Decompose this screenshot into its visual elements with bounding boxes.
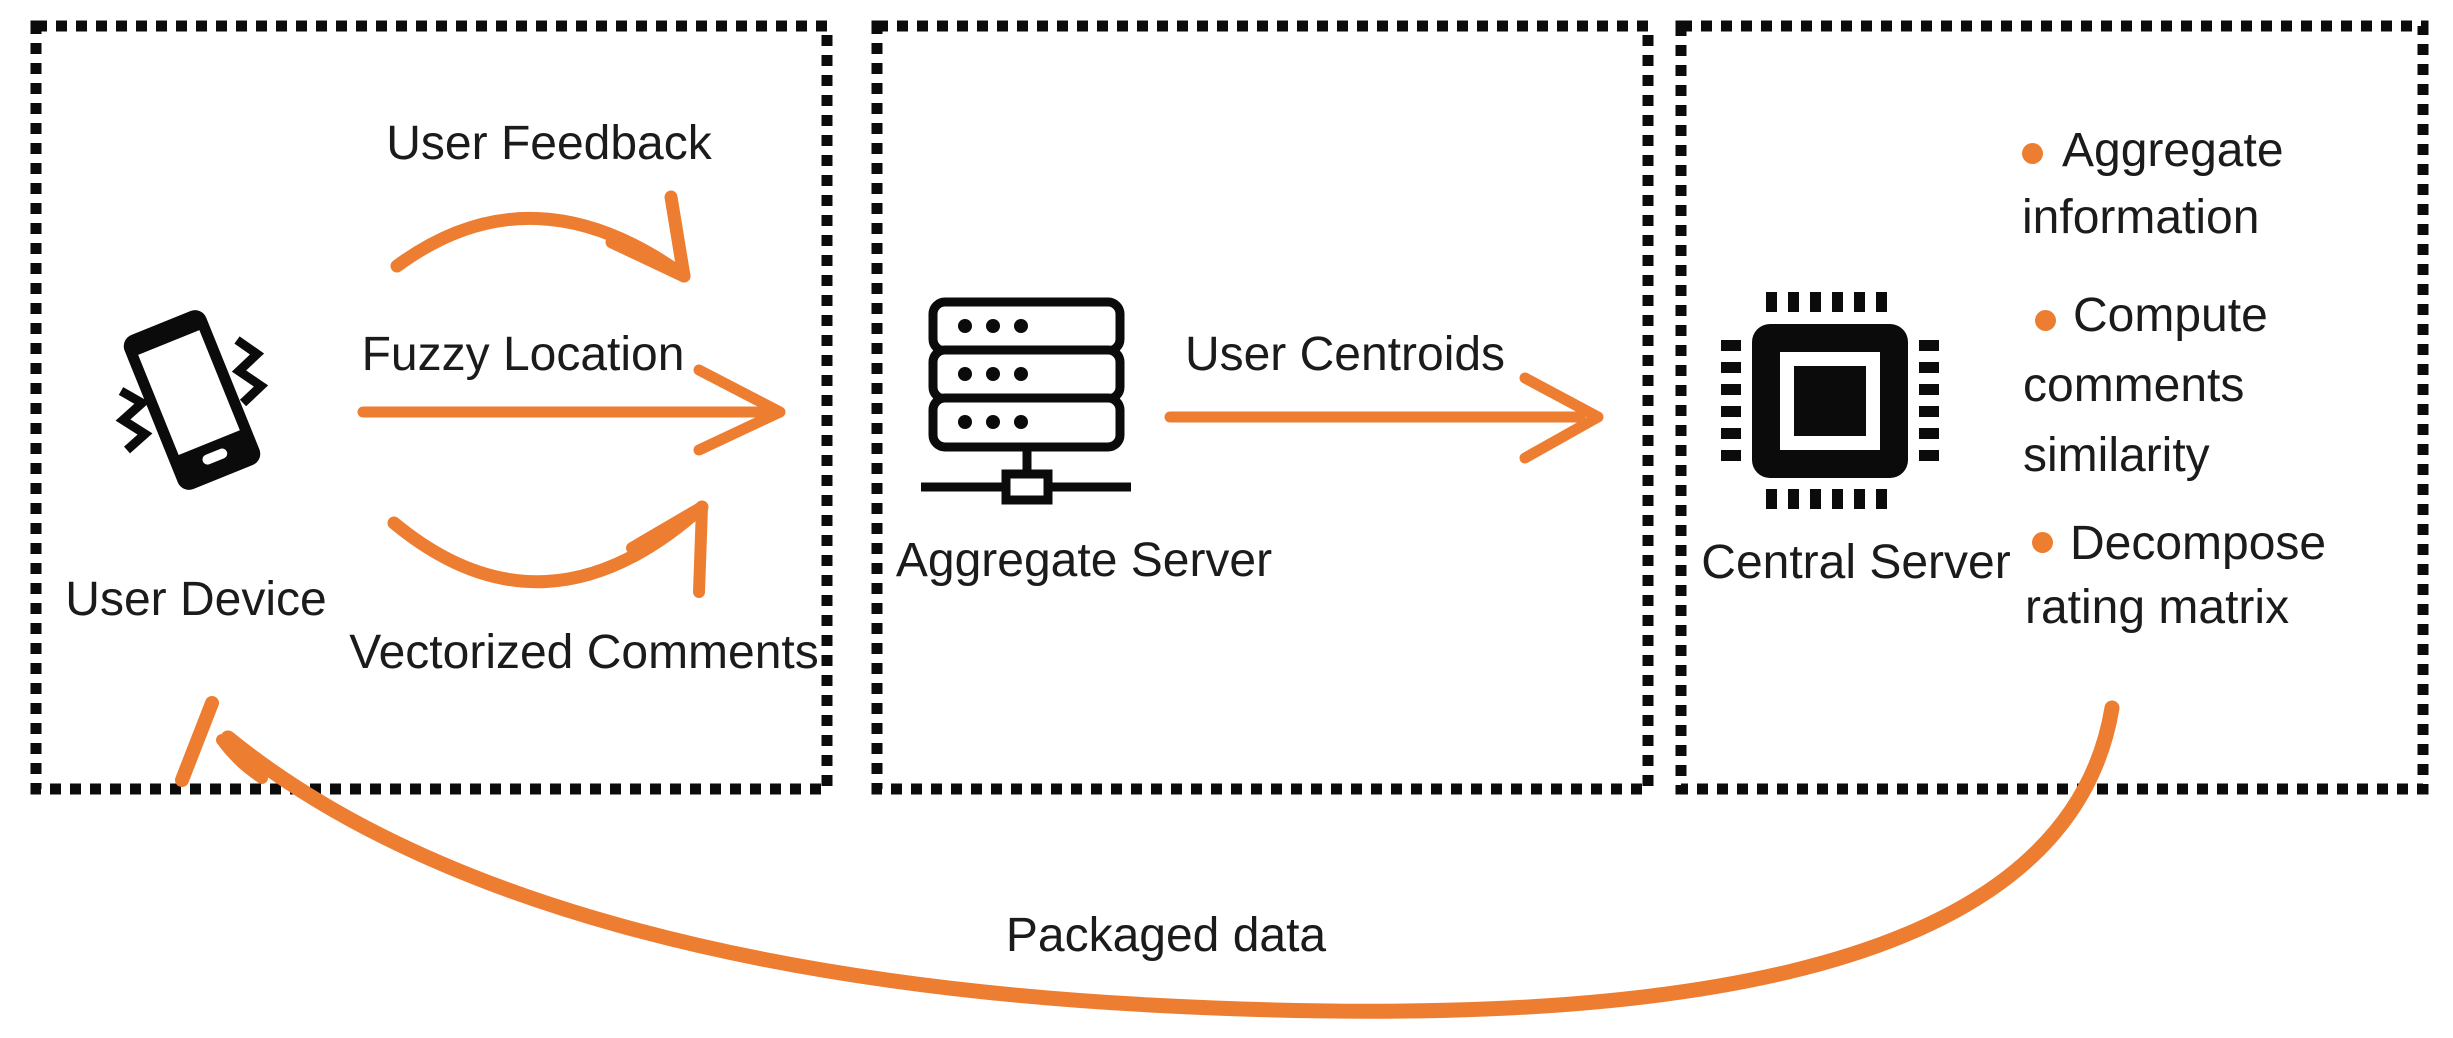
server-led-dots (958, 319, 1028, 429)
bullet-line: Decompose (2070, 517, 2327, 570)
central-server-label: Central Server (1701, 536, 2011, 589)
vectorized-comments-label: Vectorized Comments (349, 626, 819, 679)
orange-bullet-dot (2032, 532, 2053, 553)
user-centroids-arrow (1164, 372, 1604, 464)
orange-bullet-dot (2022, 143, 2043, 164)
bullet-line: information (2022, 191, 2260, 244)
aggregate-server-label: Aggregate Server (895, 534, 1273, 587)
packaged-data-arrow (175, 696, 2120, 1019)
vibration-zigzag-right (231, 336, 269, 407)
user-device-label: User Device (65, 573, 327, 626)
bullet-line: rating matrix (2025, 581, 2290, 634)
orange-bullet-dot (2035, 310, 2056, 331)
fuzzy-location-label: Fuzzy Location (361, 328, 685, 381)
packaged-data-label: Packaged data (1005, 909, 1327, 962)
vibrating-smartphone-icon (115, 310, 269, 490)
user-feedback-arrow (390, 190, 691, 283)
bullet-line: Compute (2073, 289, 2268, 342)
user-feedback-label: User Feedback (386, 117, 712, 170)
bullet-line: similarity (2023, 429, 2210, 482)
aggregate-server-box-border (871, 20, 1654, 795)
bullet-line: Aggregate (2062, 124, 2284, 177)
vibration-zigzag-left (115, 387, 153, 454)
vectorized-comments-arrow (387, 500, 709, 598)
central-server-box-border (1675, 20, 2429, 795)
server-rack-icon (921, 297, 1131, 505)
user-device-box-border (30, 20, 833, 795)
fuzzy-location-arrow (357, 364, 786, 456)
bullet-line: comments (2023, 359, 2245, 412)
cpu-chip-icon (1721, 292, 1939, 509)
user-centroids-label: User Centroids (1184, 328, 1506, 381)
